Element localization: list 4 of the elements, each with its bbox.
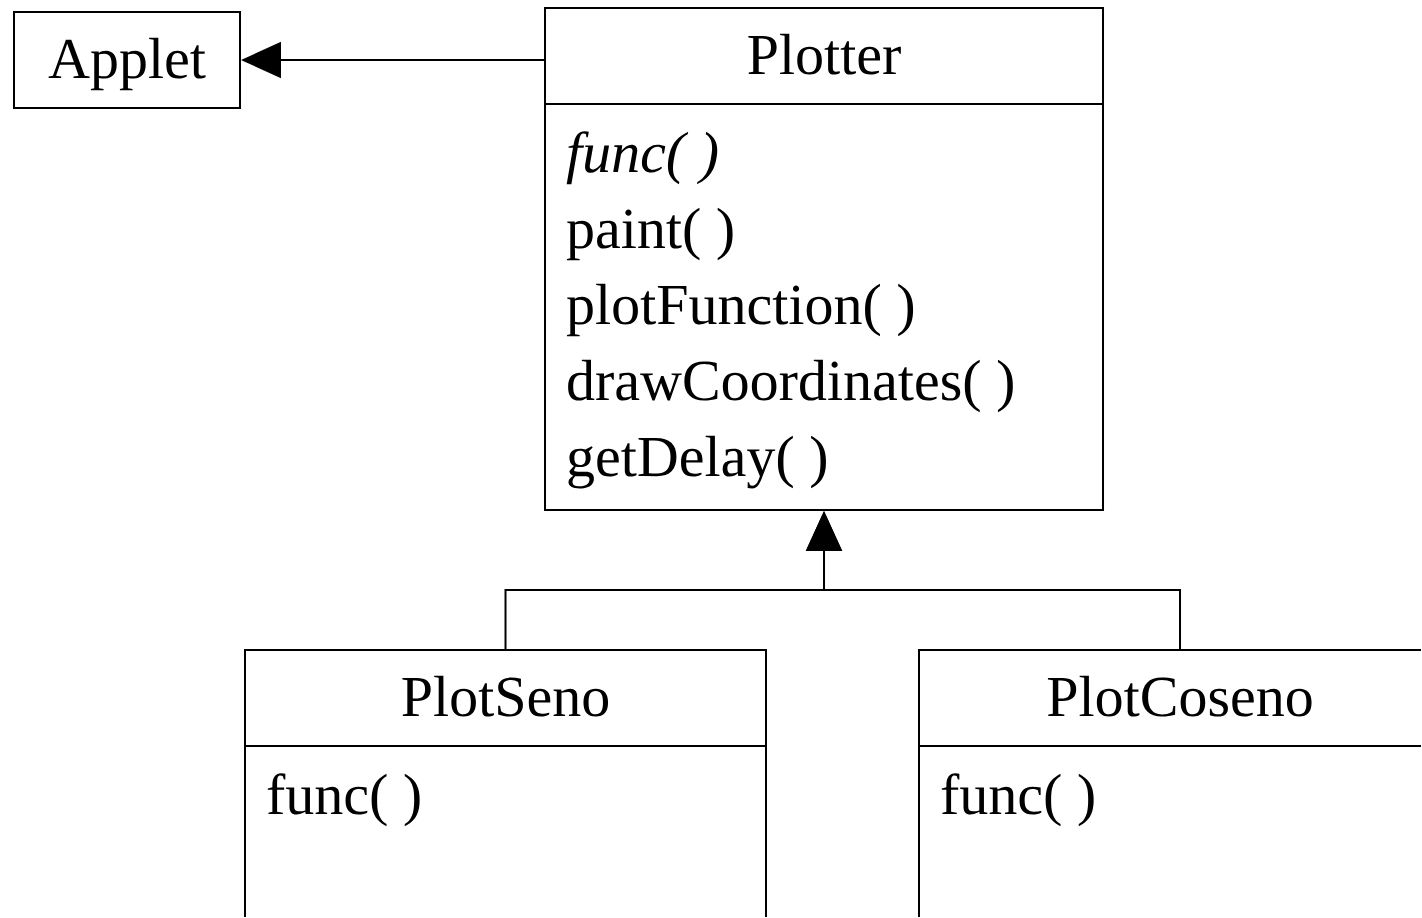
class-box: Plotter func( ) paint( ) plotFunction( ) drawCoordinates( ) getDelay( ) bbox=[544, 7, 1104, 511]
class-box: PlotSeno func( ) bbox=[244, 649, 767, 918]
class-box: PlotCoseno func( ) bbox=[918, 649, 1422, 918]
class-box: Applet bbox=[13, 11, 241, 109]
